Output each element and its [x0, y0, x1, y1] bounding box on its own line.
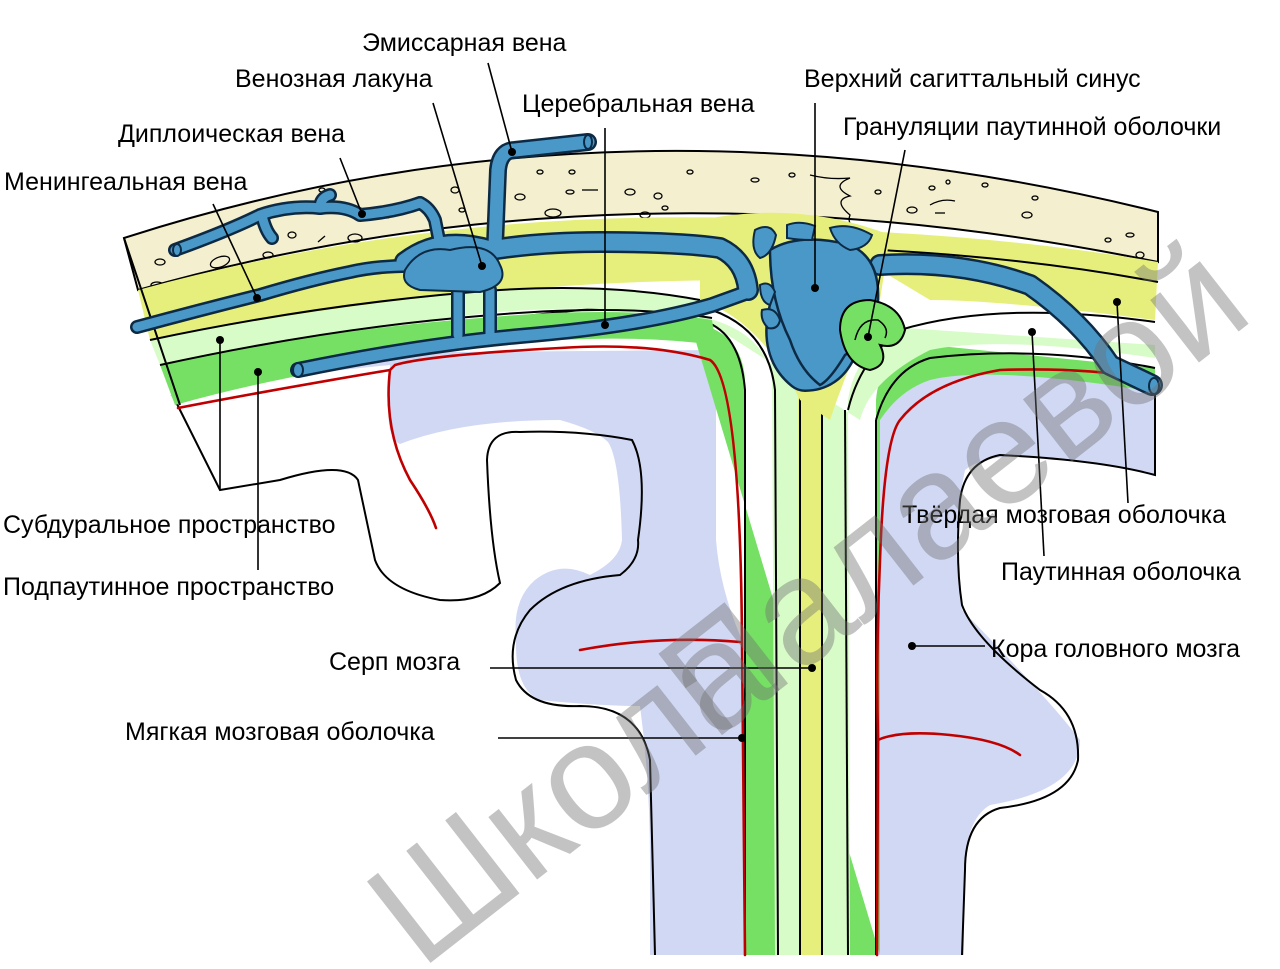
label-subarachnoid-space: Подпаутинное пространство — [3, 573, 334, 601]
label-subdural-space: Субдуральное пространство — [3, 511, 336, 539]
label-cerebral-cortex: Кора головного мозга — [991, 635, 1240, 663]
label-arachnoid-granulations: Грануляции паутинной оболочки — [843, 113, 1221, 141]
leader-lines — [212, 62, 1129, 742]
cortex-outline-right — [956, 380, 1156, 956]
arachnoid-granulation — [838, 298, 907, 372]
granulation-inner — [854, 319, 888, 341]
label-cerebral-vein: Церебральная вена — [522, 90, 755, 118]
vein-ends — [172, 134, 1160, 395]
label-dura-mater: Твёрдая мозговая оболочка — [902, 501, 1226, 529]
sinus-lacunae — [752, 221, 874, 330]
cortex-outline-left — [175, 401, 656, 956]
pia-mater-lines — [176, 345, 1157, 957]
label-pia-mater: Мягкая мозговая оболочка — [125, 718, 435, 746]
venous-lacuna-body — [403, 246, 504, 294]
label-emissary-vein: Эмиссарная вена — [362, 29, 567, 57]
label-falx-cerebri: Серп мозга — [329, 648, 460, 676]
subdural-space-left — [150, 287, 705, 365]
cerebral-cortex-right — [878, 368, 1155, 956]
label-meningeal-vein: Менингеальная вена — [4, 168, 247, 196]
label-venous-lacuna: Венозная лакуна — [235, 65, 433, 93]
label-arachnoid-mater: Паутинная оболочка — [1001, 558, 1241, 586]
cerebral-cortex — [170, 350, 745, 955]
label-diploic-vein: Диплоическая вена — [118, 120, 345, 148]
label-superior-sagittal-sinus: Верхний сагиттальный синус — [804, 65, 1141, 93]
